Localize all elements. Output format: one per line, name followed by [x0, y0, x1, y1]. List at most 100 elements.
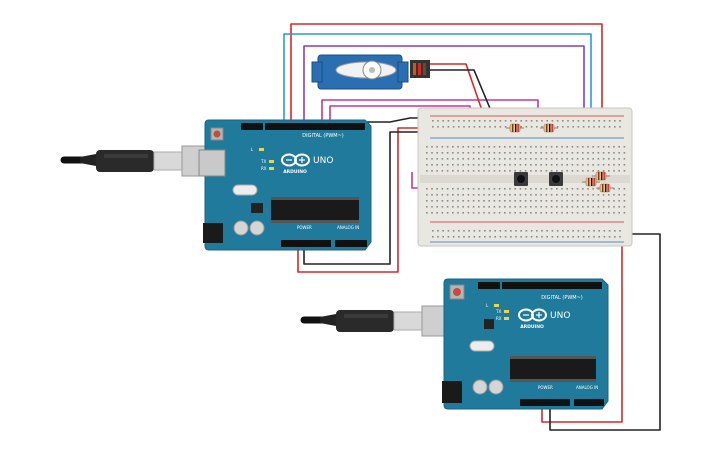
breadboard-hole	[587, 188, 589, 190]
breadboard-hole	[467, 170, 470, 172]
resistor-1[interactable]	[506, 123, 524, 133]
breadboard-hole	[478, 188, 480, 190]
servo-motor[interactable]	[311, 54, 430, 90]
breadboard-hole	[556, 206, 558, 208]
breadboard-hole	[514, 146, 516, 148]
breadboard-hole	[504, 152, 506, 154]
breadboard-hole	[598, 236, 600, 238]
breadboard-hole	[602, 170, 605, 172]
breadboard-hole	[545, 164, 548, 166]
wire-red-board2[interactable]	[541, 236, 623, 423]
breadboard-hole	[556, 152, 558, 154]
wire-red-top[interactable]	[290, 23, 603, 150]
breadboard-hole	[623, 206, 626, 208]
breadboard-hole	[588, 126, 590, 128]
breadboard-hole	[587, 152, 589, 154]
breadboard-hole	[432, 126, 434, 128]
breadboard-hole	[535, 158, 537, 160]
wire-black-gnd[interactable]	[303, 131, 430, 265]
breadboard-hole	[530, 236, 533, 238]
breadboard-hole	[535, 206, 537, 208]
breadboard-hole	[556, 146, 558, 148]
breadboard-hole	[525, 120, 528, 122]
arduino-uno-top[interactable]: DIGITAL (PWM~) L TX RX ARDUINO UNO POWER…	[198, 119, 372, 251]
breadboard-hole	[571, 170, 574, 172]
breadboard-hole	[462, 206, 464, 208]
resistor-4[interactable]	[592, 171, 610, 181]
breadboard-hole	[524, 194, 527, 196]
reset-button[interactable]	[453, 288, 461, 296]
breadboard-hole	[530, 170, 532, 172]
breadboard-hole	[431, 206, 433, 208]
breadboard-hole	[556, 120, 559, 122]
breadboard-hole	[572, 230, 574, 232]
breadboard-hole	[524, 206, 527, 208]
breadboard-hole	[550, 152, 553, 154]
usb-cable-bottom[interactable]	[300, 305, 467, 337]
resistor-5[interactable]	[596, 183, 614, 193]
breadboard-hole	[582, 170, 584, 172]
breadboard-hole	[467, 200, 470, 202]
breadboard-hole	[442, 230, 444, 232]
breadboard-hole	[484, 236, 486, 238]
breadboard-hole	[478, 146, 480, 148]
breadboard-hole	[530, 206, 532, 208]
wire-black-board2[interactable]	[549, 233, 661, 431]
breadboard-hole	[614, 126, 616, 128]
breadboard-hole	[504, 158, 506, 160]
breadboard-hole	[446, 188, 449, 190]
breadboard-hole	[561, 158, 563, 160]
breadboard-hole	[446, 200, 449, 202]
breadboard-hole	[473, 120, 476, 122]
breadboard-hole	[467, 206, 470, 208]
breadboard-hole	[524, 170, 527, 172]
pushbutton-1[interactable]	[514, 172, 528, 186]
breadboard-hole	[550, 164, 553, 166]
pushbutton-2[interactable]	[549, 172, 563, 186]
breadboard-hole	[441, 194, 444, 196]
breadboard-hole	[623, 152, 626, 154]
breadboard-hole	[572, 236, 574, 238]
breadboard-hole	[510, 230, 512, 232]
breadboard-hole	[467, 164, 470, 166]
breadboard-hole	[535, 200, 537, 202]
breadboard-hole	[556, 126, 559, 128]
breadboard-hole	[556, 164, 558, 166]
breadboard-hole	[515, 120, 517, 122]
breadboard-hole	[614, 230, 616, 232]
breadboard-hole	[514, 164, 516, 166]
breadboard-hole	[608, 158, 610, 160]
breadboard-hole	[561, 170, 563, 172]
wire-servo-black[interactable]	[418, 69, 495, 119]
breadboard-hole	[431, 164, 433, 166]
analog-label: ANALOG IN	[576, 385, 598, 390]
arduino-uno-bottom[interactable]: DIGITAL (PWM~) L TX RX ARDUINO UNO POWER…	[442, 278, 609, 410]
breadboard-hole	[437, 120, 439, 122]
breadboard-hole	[623, 170, 626, 172]
digital-label: DIGITAL (PWM~)	[302, 133, 344, 139]
breadboard-hole	[452, 164, 454, 166]
breadboard-hole	[566, 206, 568, 208]
wire-purple-top[interactable]	[303, 45, 585, 150]
breadboard-hole	[441, 188, 444, 190]
breadboard-hole	[587, 212, 589, 214]
breadboard-hole	[566, 146, 568, 148]
breadboard-hole	[472, 164, 475, 166]
breadboard-hole	[504, 126, 507, 128]
breadboard-hole	[576, 158, 579, 160]
resistor-2[interactable]	[540, 123, 558, 133]
resistor-3[interactable]	[582, 177, 600, 187]
breadboard-hole	[478, 236, 481, 238]
wire-red-5v[interactable]	[297, 127, 430, 273]
breadboard-hole	[614, 236, 616, 238]
breadboard-hole	[493, 212, 496, 214]
wire-servo-red[interactable]	[418, 63, 487, 123]
breadboard-hole	[576, 194, 579, 196]
breadboard-hole	[619, 230, 621, 232]
reset-button[interactable]	[213, 130, 221, 138]
breadboard-hole	[535, 212, 537, 214]
breadboard-hole	[597, 170, 600, 172]
breadboard-hole	[576, 152, 579, 154]
wire-blue-top[interactable]	[283, 33, 592, 150]
breadboard-hole	[436, 206, 438, 208]
